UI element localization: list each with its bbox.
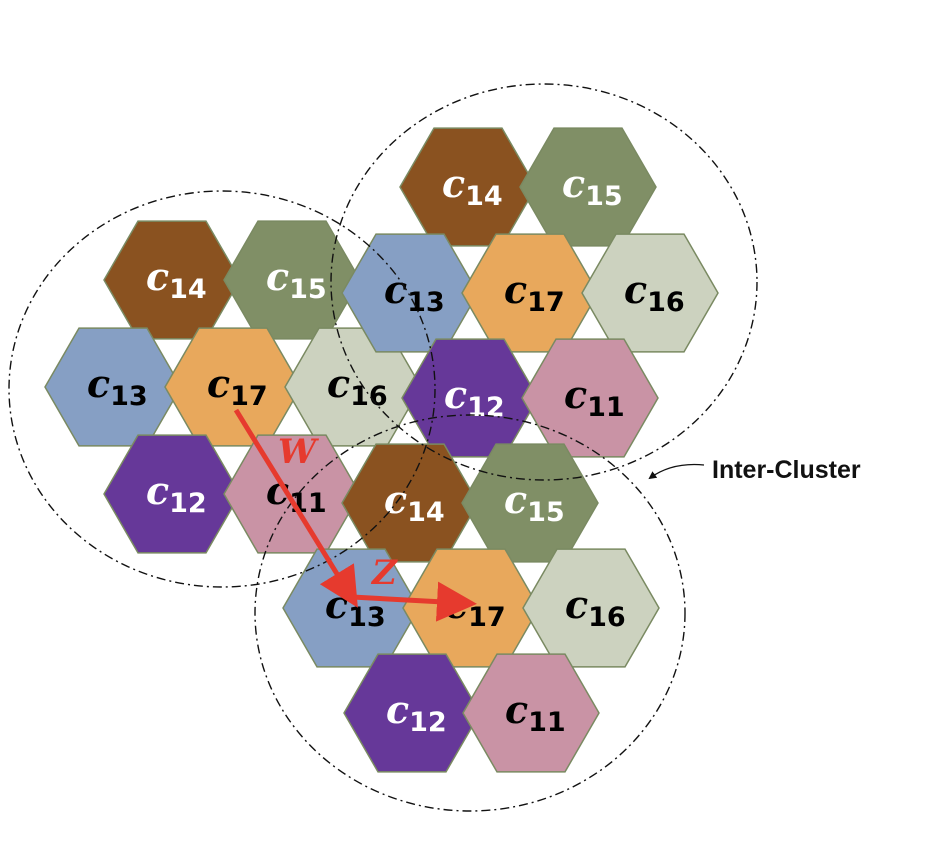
- arrow-label-z: Z: [370, 553, 398, 593]
- cell-label-c15: c15: [504, 477, 565, 528]
- cell-c12: c12: [401, 338, 539, 458]
- cell-c14: c14: [103, 220, 241, 340]
- cell-c11: c11: [521, 338, 659, 458]
- legend: Inter-Cluster: [648, 456, 861, 484]
- cell-c17: c17: [461, 233, 599, 353]
- cell-c13: c13: [282, 548, 420, 668]
- cell-c11: c11: [223, 434, 361, 554]
- cell-c14: c14: [341, 443, 479, 563]
- cell-label-c15: c15: [562, 161, 623, 212]
- arrow-label-w: W: [278, 432, 319, 472]
- cell-label-c16: c16: [624, 267, 685, 318]
- cell-c17: c17: [164, 327, 302, 447]
- cell-label-c16: c16: [565, 582, 626, 633]
- cell-c15: c15: [519, 127, 657, 247]
- cell-label-c14: c14: [384, 477, 445, 528]
- legend-pointer-line: [648, 463, 705, 480]
- left-cluster: c14 c15 c13 c17 c16 c12 c11: [44, 220, 422, 554]
- reuse-arrows: WZ: [233, 408, 477, 622]
- cell-c15: c15: [461, 443, 599, 563]
- cell-label-c11: c11: [564, 372, 625, 423]
- cell-label-c17: c17: [504, 267, 565, 318]
- cell-label-c14: c14: [442, 161, 503, 212]
- cell-label-c11: c11: [505, 687, 566, 738]
- cell-label-c12: c12: [444, 372, 505, 423]
- legend-label: Inter-Cluster: [712, 456, 861, 484]
- ring-top-cluster: [330, 83, 758, 481]
- cell-c16: c16: [581, 233, 719, 353]
- cell-c12: c12: [343, 653, 481, 773]
- cell-label-c15: c15: [266, 254, 327, 305]
- ring-left-cluster: [8, 190, 436, 588]
- hexagon-c11: [462, 653, 600, 773]
- cell-label-c11: c11: [266, 468, 327, 519]
- cell-c17: c17: [402, 548, 540, 668]
- cell-c12: c12: [103, 434, 241, 554]
- cell-label-c16: c16: [327, 361, 388, 412]
- cell-c16: c16: [522, 548, 660, 668]
- cell-label-c12: c12: [386, 687, 447, 738]
- cluster-rings: [8, 83, 758, 812]
- cell-c14: c14: [399, 127, 537, 247]
- cell-c15: c15: [223, 220, 361, 340]
- arrow-z: [351, 581, 477, 622]
- ring-bottom-cluster: [254, 414, 686, 812]
- top-cluster: c14 c15 c13 c17 c16 c12 c11: [341, 127, 719, 458]
- cell-label-c17: c17: [207, 361, 268, 412]
- cell-c11: c11: [462, 653, 600, 773]
- cell-label-c12: c12: [146, 468, 207, 519]
- cell-label-c13: c13: [384, 267, 445, 318]
- cell-c13: c13: [44, 327, 182, 447]
- cell-label-c13: c13: [87, 361, 148, 412]
- cell-label-c14: c14: [146, 254, 207, 305]
- arrow-w: [233, 408, 358, 608]
